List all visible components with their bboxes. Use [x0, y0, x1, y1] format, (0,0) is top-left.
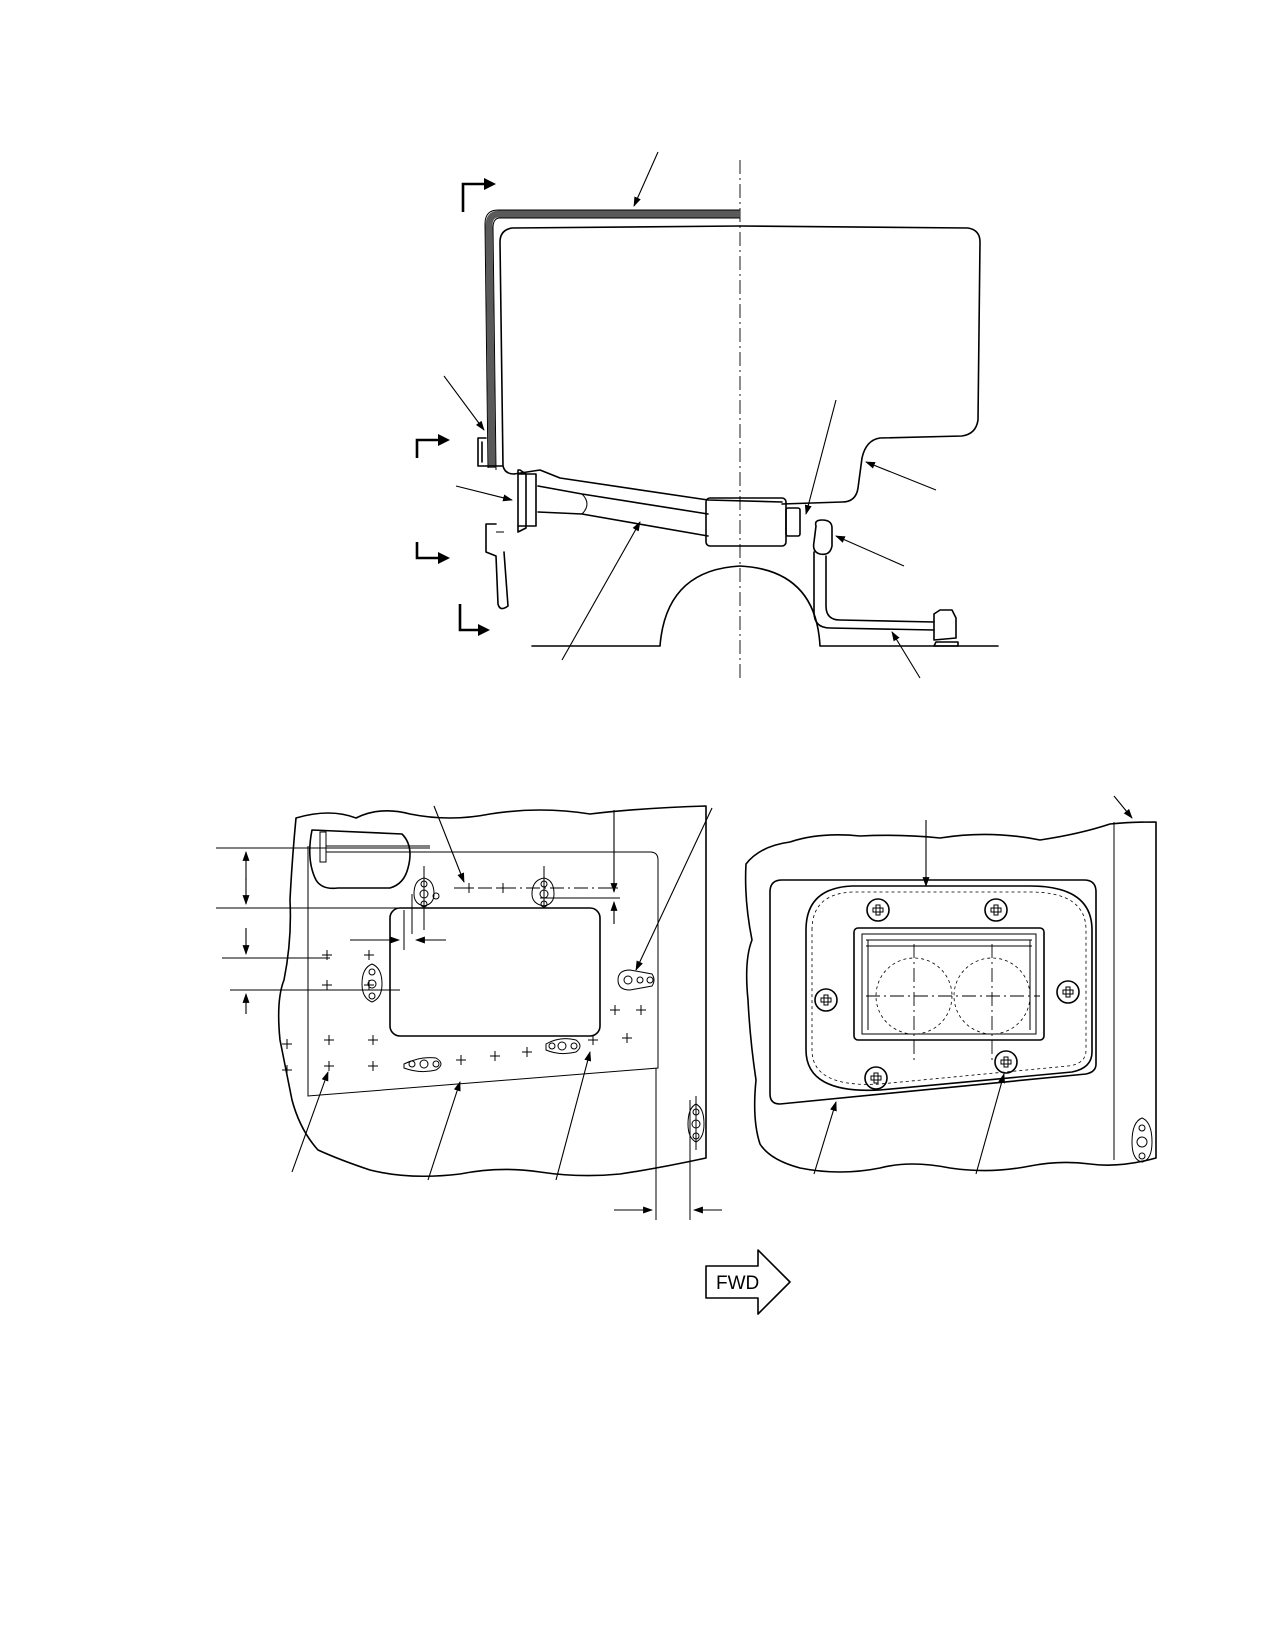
- drain-unit-body: [805, 885, 1093, 1092]
- fastener-pattern: [282, 883, 646, 1075]
- nutplates: [361, 877, 705, 1143]
- screw-icon: [1056, 980, 1080, 1004]
- leader-fastener-bottom: [555, 1051, 592, 1181]
- mounting-screws: [814, 898, 1080, 1090]
- installed-view-right: [744, 795, 1157, 1175]
- section-marker-a-bottom: [458, 604, 480, 632]
- screw-icon: [866, 898, 890, 922]
- leader-screw: [975, 1073, 1005, 1175]
- leader-coupling: [804, 399, 837, 515]
- forward-direction-arrow: FWD: [705, 1249, 791, 1315]
- leader-elbow: [835, 535, 905, 567]
- section-marker-a-top: [461, 182, 486, 212]
- fwd-label: FWD: [716, 1273, 759, 1294]
- drain-coupling: [705, 497, 787, 547]
- edge-nutplate: [1131, 1117, 1153, 1163]
- leader-supply: [891, 631, 921, 679]
- supply-line: [813, 551, 935, 631]
- screw-icon: [814, 988, 838, 1012]
- drain-tube: [537, 485, 709, 537]
- floor-structure: [531, 565, 999, 647]
- cover-panel: [485, 210, 740, 469]
- strainer-ports: [866, 944, 1040, 1060]
- supply-fitting: [933, 609, 959, 647]
- leader-nutplate-right: [635, 807, 713, 971]
- section-marker-b-bottom: [415, 542, 440, 560]
- leader-skin: [1113, 795, 1133, 819]
- leader-cover: [633, 151, 659, 207]
- leader-housing: [865, 461, 937, 491]
- mounting-plate: [769, 879, 1097, 1105]
- elbow-fitting: [812, 519, 833, 556]
- section-marker-b-top: [415, 438, 440, 458]
- dimension-lines: [216, 810, 722, 1220]
- panel-cutout: [389, 907, 601, 1037]
- leader-plate-edge: [813, 1101, 837, 1175]
- skin-break-outline-left: [277, 805, 707, 1178]
- leader-fastener-left: [291, 1071, 329, 1173]
- flange-clamp: [517, 469, 527, 533]
- housing-outline: [739, 225, 981, 505]
- section-view-top: [415, 151, 999, 680]
- screw-icon: [984, 898, 1008, 922]
- funnel-bottom: [513, 469, 783, 503]
- screw-icon: [994, 1050, 1018, 1074]
- cutout-view-left: [216, 805, 722, 1220]
- cutaway-corner: [308, 829, 411, 890]
- leader-tube: [561, 521, 641, 661]
- leader-doubler-edge: [427, 1081, 461, 1181]
- doubler-plate: [307, 846, 659, 1097]
- lower-bracket: [485, 523, 509, 610]
- leader-clamp: [455, 485, 513, 502]
- leader-bracket: [443, 375, 485, 431]
- screw-icon: [864, 1066, 888, 1090]
- drain-opening-frame: [853, 927, 1045, 1041]
- upper-bracket: [477, 437, 503, 467]
- leader-nutplate-top: [433, 805, 465, 883]
- skin-break-outline-right: [744, 821, 1157, 1173]
